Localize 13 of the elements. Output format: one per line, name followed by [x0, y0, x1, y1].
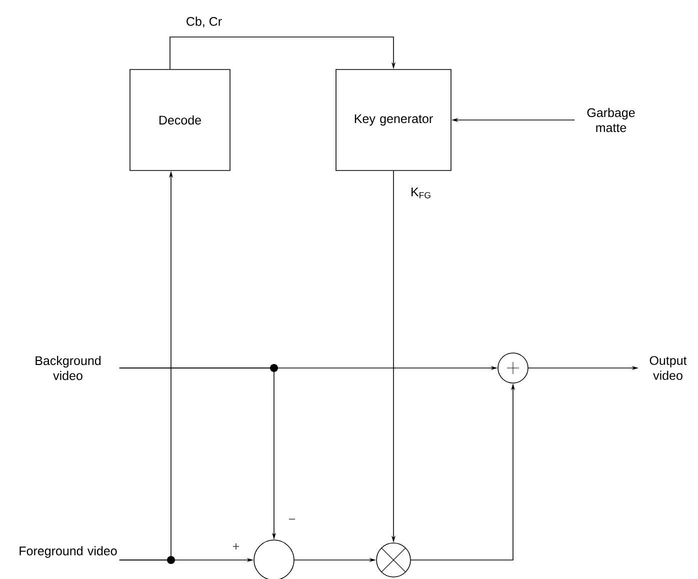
adder-circle	[498, 352, 528, 384]
edge-label: Cb, Cr	[184, 16, 224, 28]
input-label: Garbage matte	[587, 108, 635, 132]
input-label: Foreground video	[20, 546, 117, 558]
process-box: Decode	[130, 69, 230, 171]
output-label: Output video	[650, 356, 687, 380]
arrow	[170, 36, 396, 70]
multiplier-circle	[376, 542, 411, 578]
minus-sign: −	[288, 518, 296, 520]
process-box: Key generator	[336, 69, 452, 171]
plus-sign: +	[232, 543, 240, 550]
input-label: Background video	[36, 356, 101, 380]
edge-label: K$_{FG}$	[410, 186, 432, 200]
